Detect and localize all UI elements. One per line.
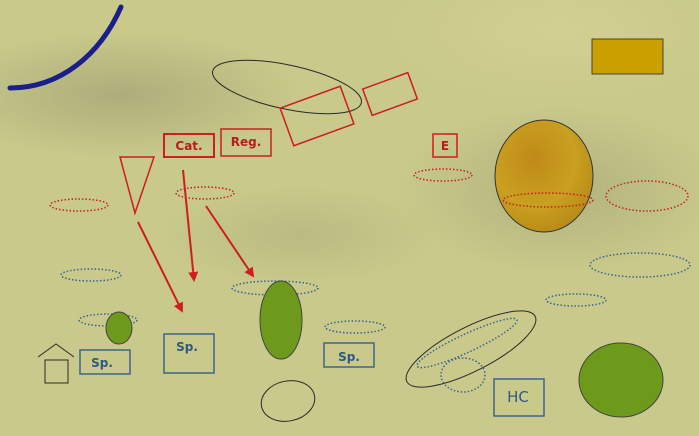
red-tilted-rect-left — [279, 85, 355, 147]
red-dotted-ellipse-right — [605, 180, 689, 212]
sp-left-label: Sp. — [91, 356, 113, 370]
blue-dotted-ellipse-center — [231, 280, 319, 296]
blue-dotted-ellipse-mid — [324, 320, 386, 334]
sp-box-left: Sp. — [79, 349, 131, 375]
arrow-cat-to-sp — [182, 169, 199, 282]
reg-box: Reg. — [220, 128, 272, 157]
black-tilted-ellipse — [405, 310, 537, 388]
blue-dotted-small-circle — [440, 357, 486, 393]
sp-box-center: Sp. — [163, 333, 215, 374]
green-ellipse-small — [105, 311, 133, 345]
e-box: E — [432, 133, 458, 158]
red-dotted-ellipse-left — [49, 198, 109, 212]
sp-box-right: Sp. — [323, 342, 375, 368]
reg-label: Reg. — [231, 135, 262, 149]
sp-center-label: Sp. — [176, 340, 198, 354]
blue-dotted-ellipse-right-small — [545, 293, 607, 307]
e-label: E — [441, 139, 449, 153]
navy-arc — [7, 4, 124, 91]
gold-rectangle — [591, 38, 664, 75]
sp-right-label: Sp. — [338, 350, 360, 364]
red-triangle — [119, 156, 156, 216]
red-dotted-ellipse-center — [175, 186, 235, 200]
arrow-triangle-to-sp — [137, 221, 183, 313]
blue-dotted-tilted-ellipse — [416, 317, 518, 369]
green-ellipse-right — [578, 342, 664, 418]
arrow-ellipse-to-green — [205, 205, 255, 278]
hc-label: HC — [507, 388, 529, 406]
blue-dotted-ellipse-small-green — [78, 313, 138, 327]
black-ellipse-bottom — [260, 380, 316, 422]
blue-dotted-ellipse-right-large — [589, 252, 691, 278]
cat-box: Cat. — [163, 133, 215, 158]
cat-label: Cat. — [175, 139, 202, 153]
gold-ellipse — [494, 119, 594, 233]
red-dotted-ellipse-gold — [502, 192, 594, 208]
red-dotted-ellipse-e — [413, 168, 473, 182]
hc-box: HC — [493, 378, 545, 417]
top-black-ellipse — [212, 59, 362, 115]
red-tilted-rect-right — [361, 71, 419, 117]
house-icon — [37, 343, 75, 384]
blue-dotted-ellipse-left — [60, 268, 122, 282]
green-ellipse-center — [259, 280, 303, 360]
